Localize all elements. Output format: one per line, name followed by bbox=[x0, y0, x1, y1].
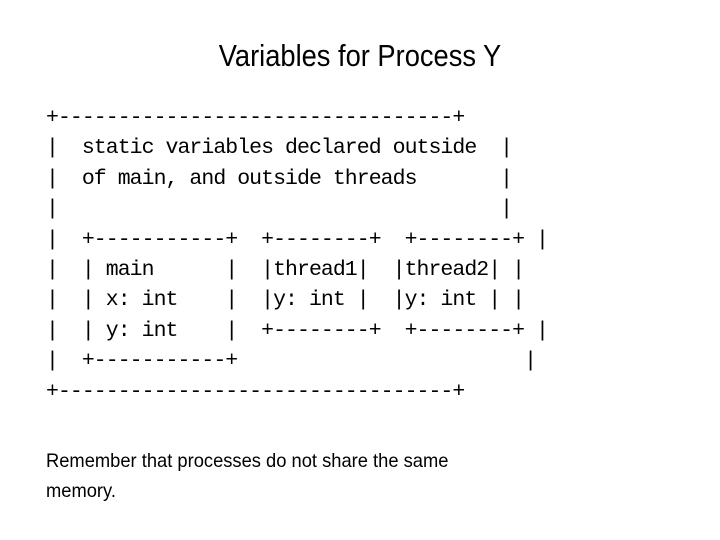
caption-text: Remember that processes do not share the… bbox=[46, 446, 610, 506]
ascii-row-spacer: | | bbox=[46, 197, 513, 222]
ascii-row-static-vars-line-1: | static variables declared outside | bbox=[46, 136, 513, 161]
ascii-row-boxes-top-borders: | +-----------+ +--------+ +--------+ | bbox=[46, 227, 549, 252]
ascii-row-box-titles: | | main | |thread1| |thread2| | bbox=[46, 257, 525, 282]
caption-line-1: Remember that processes do not share the… bbox=[46, 450, 449, 472]
ascii-row-static-vars-line-2: | of main, and outside threads | bbox=[46, 166, 513, 191]
ascii-row-box-vars-1: | | x: int | |y: int | |y: int | | bbox=[46, 288, 525, 313]
ascii-row-box-vars-2: | | y: int | +--------+ +--------+ | bbox=[46, 318, 549, 343]
page-title: Variables for Process Y bbox=[218, 38, 502, 73]
ascii-diagram: +---------------------------------+ | sta… bbox=[46, 103, 549, 407]
caption-line-2: memory. bbox=[46, 480, 116, 502]
ascii-row-main-bottom-border: | +-----------+ | bbox=[46, 349, 537, 374]
ascii-row-outer-bottom-border: +---------------------------------+ bbox=[46, 379, 465, 404]
ascii-row-outer-top-border: +---------------------------------+ bbox=[46, 106, 465, 130]
